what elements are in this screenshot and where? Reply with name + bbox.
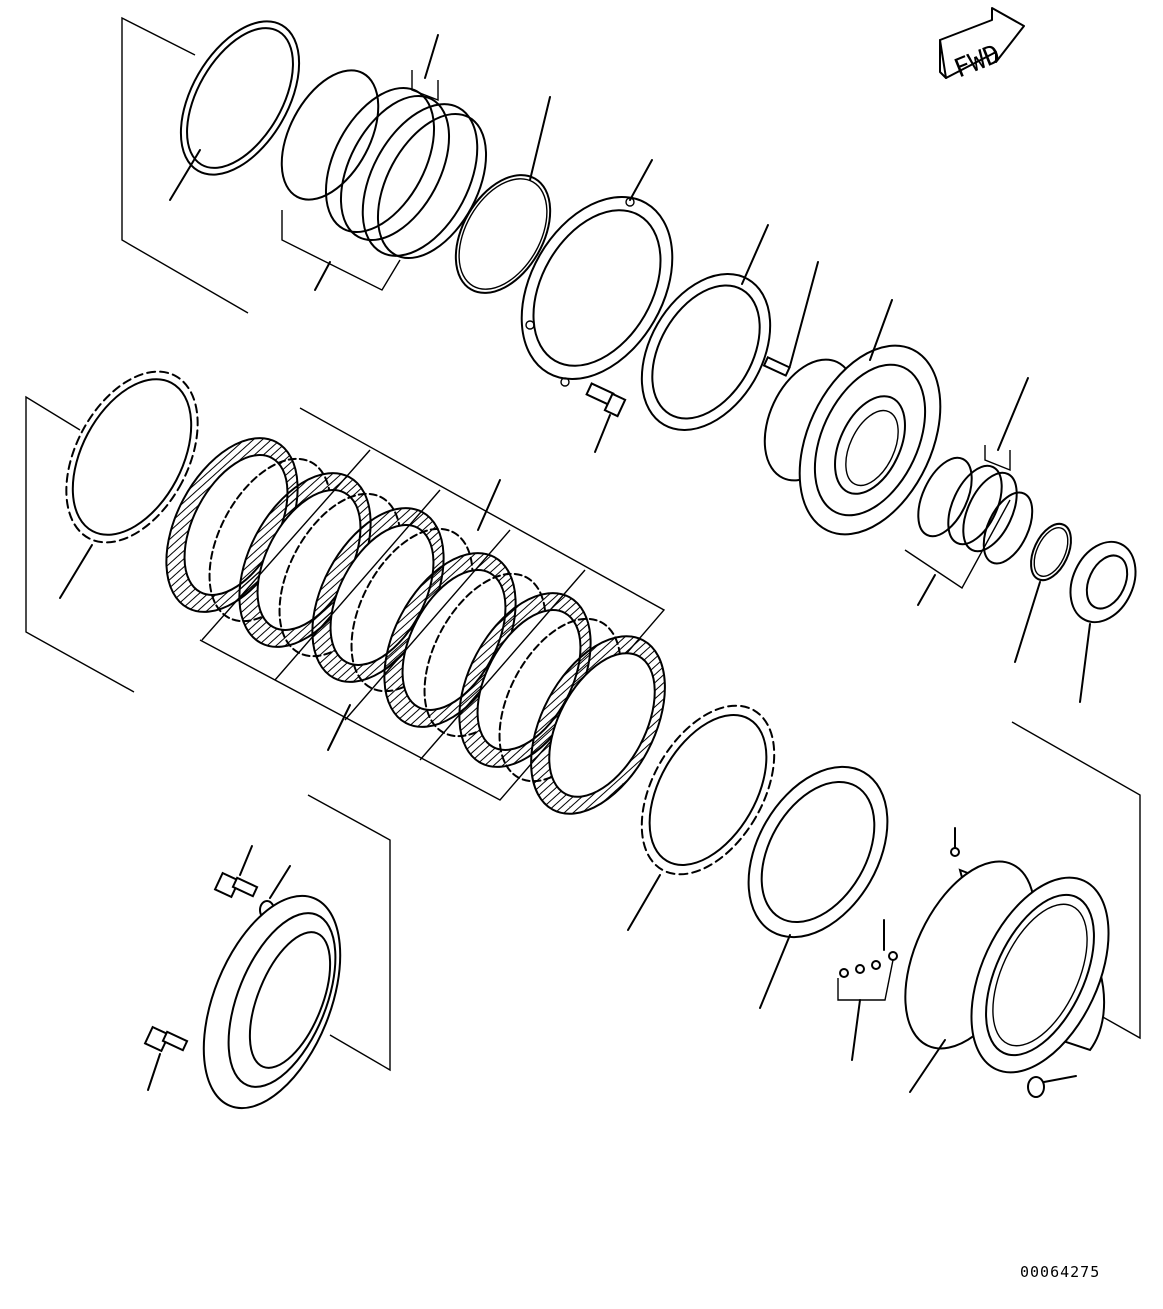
clutch-plate-group-bracket xyxy=(25,395,135,693)
oil-seal xyxy=(1069,540,1137,703)
seal-ring-set xyxy=(904,377,1034,606)
retaining-ring xyxy=(169,20,301,201)
clutch-pack-leaders xyxy=(201,449,586,761)
clutch-drum xyxy=(904,860,1110,1074)
piston-plate xyxy=(520,159,674,387)
cover-group-bracket xyxy=(307,794,391,1072)
end-separator-plate xyxy=(627,704,776,931)
o-ring xyxy=(454,96,552,294)
fwd-label: FWD xyxy=(950,39,1005,84)
small-o-ring xyxy=(1014,522,1072,663)
spacer-ring xyxy=(640,224,772,431)
brake-cover xyxy=(202,894,342,1110)
snap-ring-group-bracket xyxy=(121,16,249,314)
cover-bolt-lower xyxy=(143,1025,189,1091)
friction-disc-6 xyxy=(530,635,666,815)
fwd-direction-badge: FWD xyxy=(939,7,1025,85)
dowel-pin xyxy=(762,261,819,377)
cover-bolt-upper xyxy=(213,845,259,899)
clutch-hub xyxy=(763,299,942,536)
figure-code: 00064275 xyxy=(1020,1263,1100,1281)
plug-fittings xyxy=(837,827,1077,1098)
end-plate xyxy=(747,765,889,1009)
separator-plate xyxy=(59,370,199,599)
bolt xyxy=(585,382,627,453)
